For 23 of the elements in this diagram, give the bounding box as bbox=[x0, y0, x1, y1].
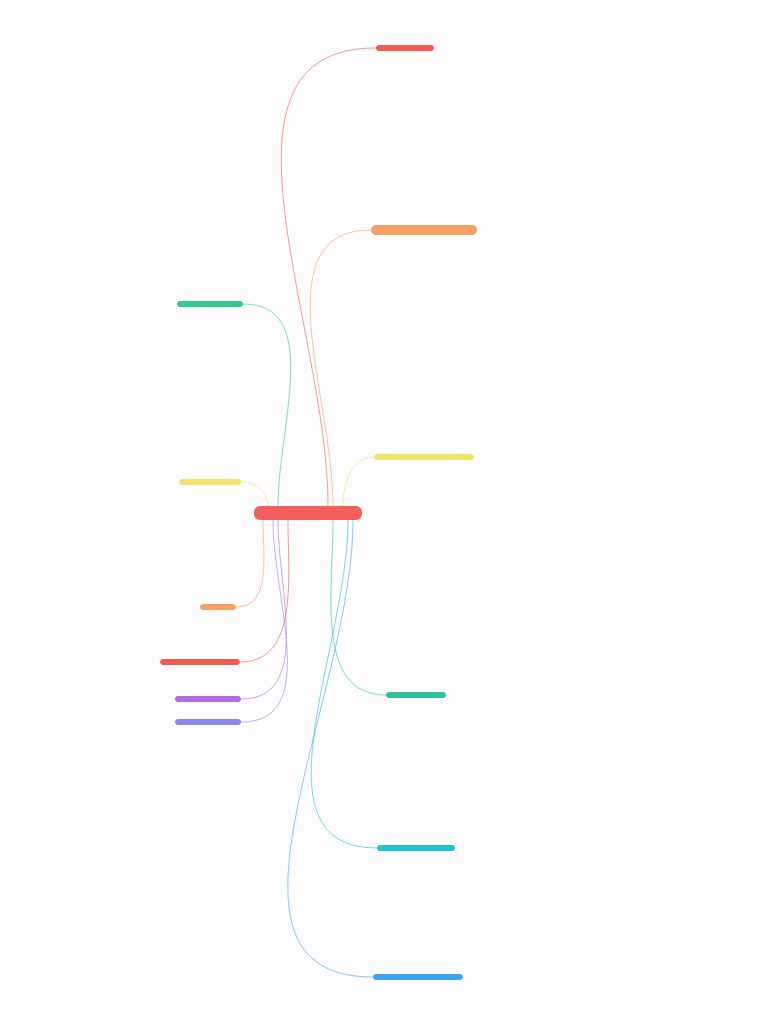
topic-pill bbox=[200, 604, 236, 610]
branch-line bbox=[310, 229, 372, 507]
branch-line bbox=[239, 519, 290, 663]
branch-line bbox=[281, 47, 377, 507]
branch-line bbox=[242, 303, 291, 507]
branch-line bbox=[235, 519, 265, 608]
branch-line bbox=[330, 519, 387, 696]
topic-pill bbox=[254, 506, 362, 520]
topic-pill bbox=[374, 454, 474, 460]
topic-pill bbox=[377, 845, 455, 851]
topic-pill bbox=[175, 719, 241, 725]
branch-line bbox=[311, 519, 378, 849]
branch-line bbox=[287, 519, 374, 978]
topic-pill bbox=[376, 45, 434, 51]
topic-pill bbox=[160, 659, 240, 665]
topic-pill bbox=[175, 696, 241, 702]
topic-pill bbox=[177, 301, 243, 307]
branch-line bbox=[240, 481, 269, 507]
branch-line bbox=[342, 456, 375, 507]
topic-pill bbox=[179, 479, 241, 485]
topic-pill bbox=[371, 225, 477, 235]
topic-pill bbox=[386, 692, 446, 698]
topic-pill bbox=[373, 974, 463, 980]
